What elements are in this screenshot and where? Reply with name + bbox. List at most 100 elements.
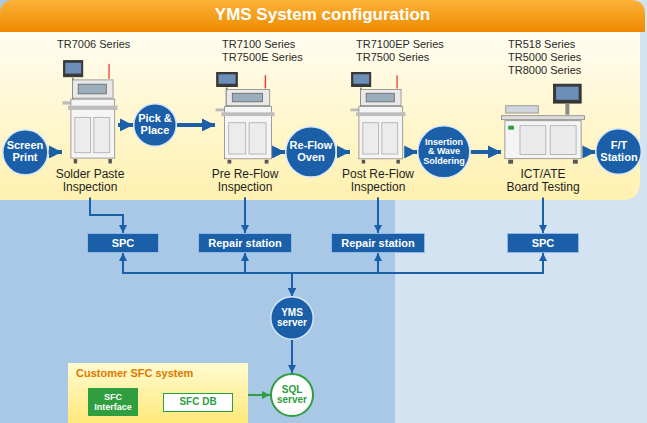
label-slot: TR518 Series — [508, 38, 575, 51]
node-label: SFC DB — [179, 396, 216, 408]
node-label: YMS server — [270, 308, 314, 329]
monitor — [64, 61, 83, 77]
machine-picture — [350, 70, 406, 165]
process-circle: Insertion & Wave Soldering — [417, 125, 471, 179]
table-top — [502, 116, 585, 120]
server-circle: YMS server — [270, 296, 314, 340]
monitor-screen — [219, 74, 236, 83]
connector — [292, 253, 378, 296]
series-label: TR7100 Series — [222, 38, 295, 51]
label-slot: TR7500E Series — [222, 51, 303, 64]
monitor — [217, 72, 238, 86]
flow-arrow — [177, 123, 215, 127]
interface-box: SFC Interface — [88, 388, 138, 416]
foot — [396, 160, 399, 164]
connector — [377, 197, 379, 233]
connector — [291, 340, 293, 373]
connector — [244, 197, 246, 233]
node-label: Pick & Place — [133, 113, 177, 136]
machine-caption: Post Re-Flow Inspection — [338, 168, 418, 194]
node-label: SFC Interface — [92, 392, 134, 413]
monitor-screen — [556, 87, 579, 100]
node-label: F/T Station — [597, 140, 641, 163]
spc-box: SPC — [87, 233, 159, 253]
hood — [361, 90, 401, 106]
hood-window — [232, 93, 262, 102]
circle-shape — [271, 374, 313, 416]
cabinet — [505, 121, 581, 159]
circle-shape — [2, 129, 47, 174]
hood — [226, 90, 269, 106]
cabinet-door — [520, 126, 546, 155]
node-label: SPC — [112, 237, 135, 250]
foot — [573, 160, 578, 164]
cabinet-door — [94, 117, 110, 152]
circle-shape — [271, 297, 314, 340]
fixture — [506, 106, 539, 113]
conveyor — [356, 112, 405, 116]
sql-circle: SQL server — [270, 373, 314, 417]
foot — [265, 160, 269, 164]
machine-picture — [215, 70, 275, 165]
node-label: Screen Print — [3, 140, 47, 163]
node-label: Re-Flow Oven — [288, 140, 334, 163]
foot — [74, 159, 77, 163]
logo-plate — [508, 126, 514, 130]
test-machine: ICT/ATE Board Testing — [501, 82, 585, 194]
connector — [292, 253, 543, 296]
machine-caption: Pre Re-Flow Inspection — [205, 168, 285, 194]
station-circle: F/T Station — [595, 128, 642, 175]
repair-box: Repair station — [198, 233, 291, 253]
flow-arrow — [337, 150, 350, 154]
inspection-machine: Post Re-Flow Inspection — [350, 70, 406, 194]
label-slot: TR8000 Series — [508, 64, 581, 77]
inspection-machine: Solder Paste Inspection — [62, 58, 118, 194]
foot — [508, 160, 513, 164]
panel-heading: Customer SFC system — [68, 363, 248, 379]
series-label: TR8000 Series — [508, 64, 581, 77]
label-slot: TR7500 Series — [356, 51, 429, 64]
cabinet-door — [382, 123, 398, 154]
database-box: SFC DB — [163, 393, 233, 412]
circle-shape — [596, 129, 642, 175]
cabinet-door — [363, 123, 379, 154]
repair-box: Repair station — [331, 233, 424, 253]
series-label: TR518 Series — [508, 38, 575, 51]
machine-caption: Solder Paste Inspection — [50, 168, 130, 194]
title-slot: YMS System configuration — [0, 0, 645, 30]
foot — [362, 160, 365, 164]
circle-shape — [134, 104, 177, 147]
series-label: TR7006 Series — [57, 38, 130, 51]
node-label: Repair station — [341, 237, 414, 250]
title-bar — [0, 0, 645, 32]
flow-arrow — [471, 150, 501, 154]
foot — [108, 159, 111, 163]
label-slot: TR5000 Series — [508, 51, 581, 64]
connector — [542, 197, 544, 233]
series-label: TR5000 Series — [508, 51, 581, 64]
series-label: TR7100EP Series — [356, 38, 444, 51]
process-circle: Pick & Place — [133, 103, 177, 147]
foot — [228, 160, 232, 164]
flow-arrow — [275, 150, 285, 154]
hood — [73, 80, 113, 98]
monitor — [554, 84, 582, 103]
signal-tower — [108, 64, 109, 79]
node-label: Repair station — [208, 237, 281, 250]
machine-caption: ICT/ATE Board Testing — [503, 168, 583, 194]
connector — [90, 197, 123, 233]
machine-picture — [62, 58, 118, 165]
monitor-stand — [565, 104, 569, 115]
circle-shape — [286, 127, 336, 177]
label-slot: TR7100EP Series — [356, 38, 444, 51]
diagram-title: YMS System configuration — [215, 5, 430, 25]
label-slot: TR7006 Series — [57, 38, 130, 51]
process-circle: Re-Flow Oven — [285, 126, 337, 178]
series-label: TR7500E Series — [222, 51, 303, 64]
label-slot: TR7100 Series — [222, 38, 295, 51]
hood-window — [78, 84, 106, 94]
flow-arrow — [406, 150, 417, 154]
